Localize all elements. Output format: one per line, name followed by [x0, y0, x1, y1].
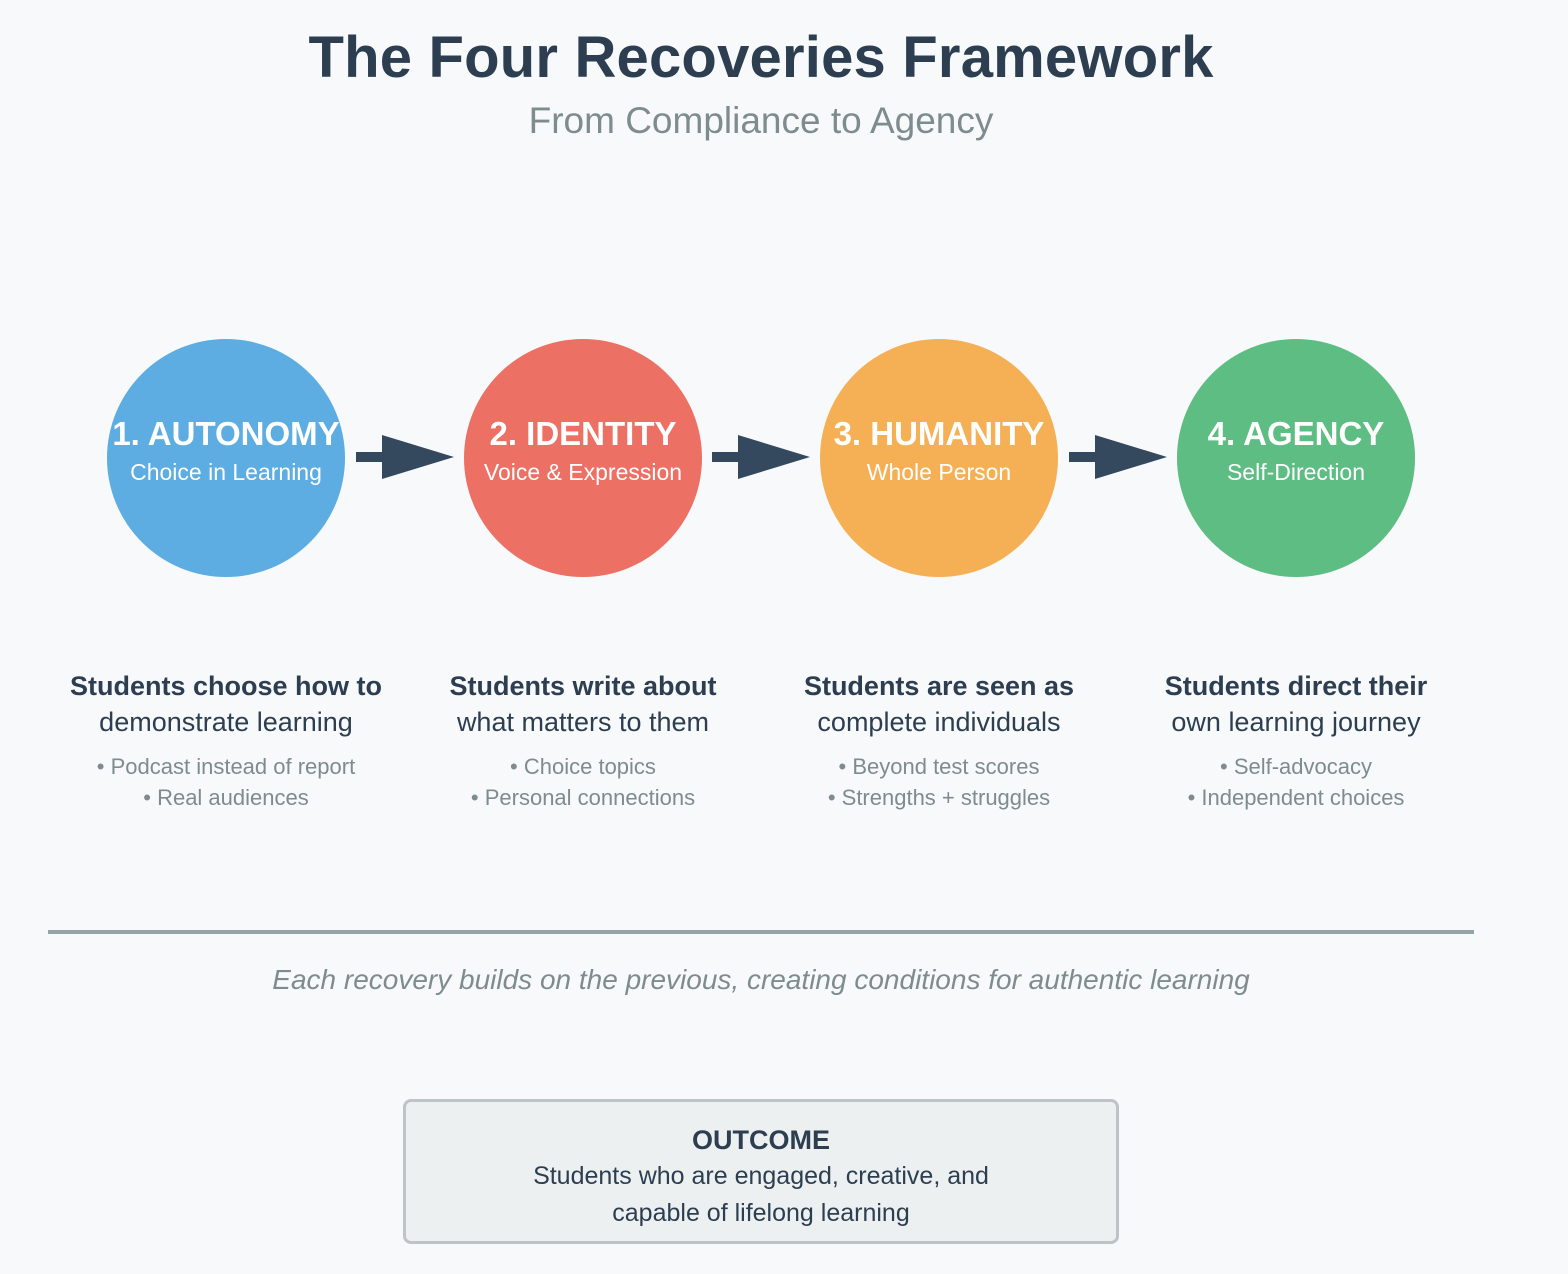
outcome-text-line-2: capable of lifelong learning: [612, 1199, 910, 1227]
recovery-circle-identity: 2. IDENTITY Voice & Expression: [464, 339, 702, 577]
bullet-list: • Choice topics • Personal connections: [393, 751, 773, 813]
recovery-subtitle: Whole Person: [866, 459, 1012, 485]
bullet-item: • Podcast instead of report: [96, 754, 356, 779]
recovery-title: 2. IDENTITY: [489, 415, 677, 452]
recovery-circle-autonomy: 1. AUTONOMY Choice in Learning: [107, 339, 345, 577]
bullet-item: • Strengths + struggles: [827, 785, 1051, 810]
description-heading: Students direct their: [1164, 671, 1428, 701]
recovery-circle-humanity: 3. HUMANITY Whole Person: [820, 339, 1058, 577]
bullet-item: • Beyond test scores: [838, 754, 1040, 779]
recovery-subtitle: Choice in Learning: [130, 459, 322, 485]
description-heading: Students are seen as: [803, 671, 1075, 701]
description-text: complete individuals: [817, 707, 1061, 737]
diagram-subtitle: From Compliance to Agency: [528, 100, 994, 141]
bullet-list: • Podcast instead of report • Real audie…: [36, 751, 416, 813]
description-text: what matters to them: [456, 707, 710, 737]
footnote: Each recovery builds on the previous, cr…: [272, 964, 1250, 995]
recovery-description-agency: Students direct their own learning journ…: [1106, 668, 1486, 813]
bullet-item: • Real audiences: [143, 785, 309, 810]
outcome-title: OUTCOME: [692, 1125, 830, 1155]
bullet-list: • Self-advocacy • Independent choices: [1106, 751, 1486, 813]
recovery-description-identity: Students write about what matters to the…: [393, 668, 773, 813]
arrow-right-icon: [712, 435, 810, 479]
arrow-right-icon: [1069, 435, 1167, 479]
outcome-box: OUTCOME Students who are engaged, creati…: [403, 1099, 1119, 1244]
recovery-title: 3. HUMANITY: [833, 415, 1045, 452]
bullet-item: • Self-advocacy: [1220, 754, 1372, 779]
description-heading: Students choose how to: [69, 671, 382, 701]
bullet-item: • Choice topics: [510, 754, 656, 779]
diagram-title: The Four Recoveries Framework: [308, 25, 1214, 90]
bullet-list: • Beyond test scores • Strengths + strug…: [749, 751, 1129, 813]
recovery-circle-agency: 4. AGENCY Self-Direction: [1177, 339, 1415, 577]
description-heading: Students write about: [449, 671, 717, 701]
bullet-item: • Independent choices: [1187, 785, 1405, 810]
outcome-text-line-1: Students who are engaged, creative, and: [533, 1162, 989, 1190]
recovery-title: 4. AGENCY: [1207, 415, 1385, 452]
recovery-subtitle: Self-Direction: [1226, 459, 1366, 485]
description-text: own learning journey: [1171, 707, 1421, 737]
recovery-subtitle: Voice & Expression: [483, 459, 683, 485]
recovery-title: 1. AUTONOMY: [112, 415, 340, 452]
recovery-description-autonomy: Students choose how to demonstrate learn…: [36, 668, 416, 813]
recovery-description-humanity: Students are seen as complete individual…: [749, 668, 1129, 813]
divider: [48, 930, 1474, 934]
arrow-right-icon: [356, 435, 454, 479]
bullet-item: • Personal connections: [470, 785, 696, 810]
description-text: demonstrate learning: [99, 707, 353, 737]
